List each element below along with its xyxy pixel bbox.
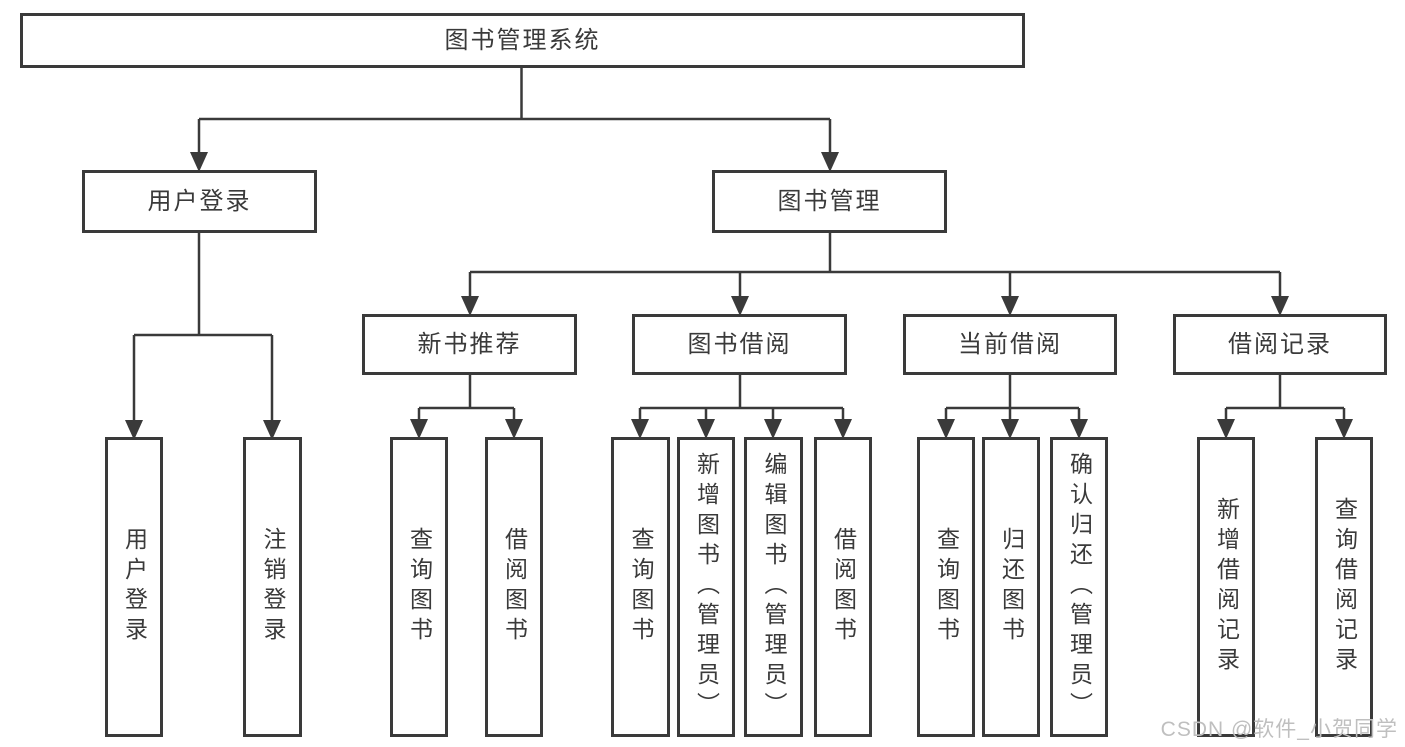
leaf-bb-query-books: 查询图书 <box>611 437 670 737</box>
leaf-bb-edit-books-admin: 编辑图书（管理员） <box>744 437 803 737</box>
leaf-cb-query-books: 查询图书 <box>917 437 975 737</box>
connector-root <box>197 66 832 153</box>
node-book-management-label: 图书管理 <box>777 187 882 215</box>
node-user-login-label: 用户登录 <box>147 187 252 215</box>
leaf-nbr-query-books: 查询图书 <box>390 437 448 737</box>
connector-book-borrowing <box>638 375 845 421</box>
node-root: 图书管理系统 <box>20 13 1025 68</box>
leaf-cb-return-books-label: 归还图书 <box>998 527 1025 647</box>
leaf-nbr-borrow-books: 借阅图书 <box>485 437 543 737</box>
leaf-logout: 注销登录 <box>243 437 302 737</box>
leaf-logout-label: 注销登录 <box>260 527 286 647</box>
connector-borrowing-records <box>1224 375 1346 421</box>
leaf-br-query-record: 查询借阅记录 <box>1315 437 1373 737</box>
node-user-login: 用户登录 <box>82 170 317 233</box>
node-new-book-recommendation-label: 新书推荐 <box>417 330 522 358</box>
node-book-borrowing: 图书借阅 <box>632 314 847 375</box>
leaf-bb-query-books-label: 查询图书 <box>628 527 654 647</box>
node-book-management: 图书管理 <box>712 170 947 233</box>
connector-new-book <box>417 375 516 421</box>
connector-user-login <box>132 233 274 421</box>
leaf-cb-confirm-return-admin: 确认归还（管理员） <box>1050 437 1108 737</box>
leaf-nbr-query-books-label: 查询图书 <box>406 527 433 647</box>
node-new-book-recommendation: 新书推荐 <box>362 314 577 375</box>
leaf-bb-add-books-admin: 新增图书（管理员） <box>677 437 735 737</box>
connector-current-borrowing <box>944 375 1081 421</box>
node-root-label: 图书管理系统 <box>444 26 601 54</box>
leaf-user-login-label: 用户登录 <box>121 527 148 647</box>
node-current-borrowing: 当前借阅 <box>903 314 1117 375</box>
connector-book-management <box>468 233 1282 297</box>
leaf-bb-add-books-admin-label: 新增图书（管理员） <box>693 452 720 722</box>
node-current-borrowing-label: 当前借阅 <box>958 330 1062 358</box>
leaf-br-add-record-label: 新增借阅记录 <box>1213 497 1240 677</box>
leaf-cb-confirm-return-admin-label: 确认归还（管理员） <box>1066 452 1093 722</box>
leaf-cb-return-books: 归还图书 <box>982 437 1040 737</box>
node-borrowing-records: 借阅记录 <box>1173 314 1387 375</box>
leaf-user-login: 用户登录 <box>105 437 163 737</box>
leaf-cb-query-books-label: 查询图书 <box>933 527 960 647</box>
node-book-borrowing-label: 图书借阅 <box>687 330 792 358</box>
csdn-watermark: CSDN @软件_小贺同学 <box>1160 718 1398 741</box>
leaf-nbr-borrow-books-label: 借阅图书 <box>501 527 528 647</box>
leaf-bb-edit-books-admin-label: 编辑图书（管理员） <box>761 452 787 722</box>
leaf-br-query-record-label: 查询借阅记录 <box>1331 497 1358 677</box>
leaf-bb-borrow-books: 借阅图书 <box>814 437 872 737</box>
leaf-br-add-record: 新增借阅记录 <box>1197 437 1255 737</box>
node-borrowing-records-label: 借阅记录 <box>1228 330 1332 358</box>
leaf-bb-borrow-books-label: 借阅图书 <box>830 527 857 647</box>
